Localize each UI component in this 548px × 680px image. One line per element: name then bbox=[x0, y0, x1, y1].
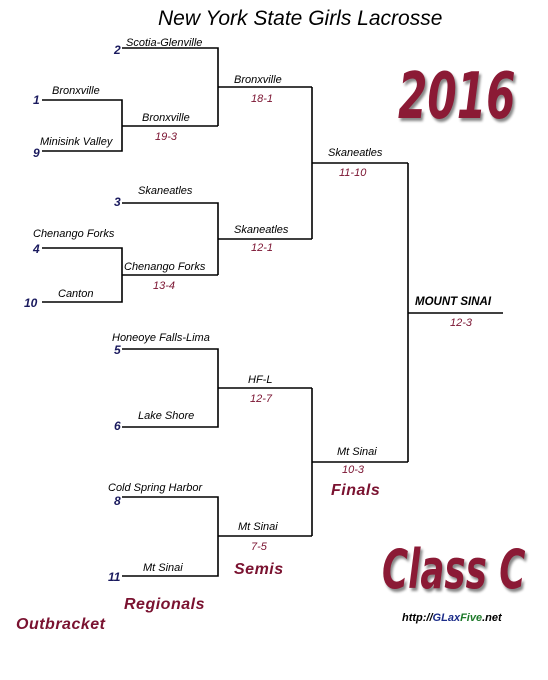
team-name: Chenango Forks bbox=[33, 228, 115, 240]
winner-name: Mt Sinai bbox=[238, 521, 278, 533]
round-label-outbracket: Outbracket bbox=[16, 616, 106, 633]
seed-number: 2 bbox=[114, 43, 121, 57]
site-prefix: http:// bbox=[402, 612, 433, 624]
site-link[interactable]: http://GLaxFive.net bbox=[402, 613, 502, 624]
page-title: New York State Girls Lacrosse bbox=[158, 7, 443, 30]
team-name: Minisink Valley bbox=[40, 136, 113, 148]
winner-name: Bronxville bbox=[142, 112, 190, 124]
seed-number: 1 bbox=[33, 93, 40, 107]
game-score: 12-7 bbox=[250, 393, 273, 405]
site-part2: Five bbox=[460, 612, 483, 624]
round-label-finals: Finals bbox=[331, 482, 381, 499]
seed-number: 5 bbox=[114, 343, 121, 357]
game-score: 18-1 bbox=[251, 93, 274, 105]
winner-name: HF-L bbox=[248, 374, 273, 386]
seed-number: 9 bbox=[33, 146, 40, 160]
site-part1: GLax bbox=[432, 612, 461, 624]
team-name: Skaneatles bbox=[138, 185, 193, 197]
game-score: 19-3 bbox=[155, 131, 178, 143]
seed-number: 3 bbox=[114, 195, 121, 209]
winner-name: Skaneatles bbox=[328, 147, 383, 159]
seed-number: 10 bbox=[24, 296, 38, 310]
game-score: 12-1 bbox=[251, 242, 274, 254]
final-score: 12-3 bbox=[450, 317, 473, 329]
team-name: Cold Spring Harbor bbox=[108, 482, 203, 494]
site-suffix: .net bbox=[482, 612, 502, 624]
game-score: 13-4 bbox=[153, 280, 176, 292]
game-score: 11-10 bbox=[339, 167, 367, 179]
round-label-regionals: Regionals bbox=[124, 596, 205, 613]
winner-name: Mt Sinai bbox=[337, 446, 377, 458]
team-name: Lake Shore bbox=[138, 410, 195, 422]
seed-number: 8 bbox=[114, 494, 121, 508]
team-name: Mt Sinai bbox=[143, 562, 183, 574]
team-name: Scotia-Glenville bbox=[126, 37, 203, 49]
seed-number: 11 bbox=[108, 570, 121, 584]
seed-number: 6 bbox=[114, 419, 121, 433]
team-name: Bronxville bbox=[52, 85, 100, 97]
champion-name: MOUNT SINAI bbox=[415, 296, 492, 308]
winner-name: Skaneatles bbox=[234, 224, 289, 236]
team-name: Honeoye Falls-Lima bbox=[112, 332, 210, 344]
team-name: Canton bbox=[58, 288, 94, 300]
winner-name: Bronxville bbox=[234, 74, 282, 86]
class-logo: Class C bbox=[382, 538, 526, 601]
winner-name: Chenango Forks bbox=[124, 261, 206, 273]
round-label-semis: Semis bbox=[234, 561, 284, 578]
year-logo: 2016 bbox=[398, 60, 516, 134]
game-score: 7-5 bbox=[251, 541, 267, 553]
game-score: 10-3 bbox=[342, 464, 365, 476]
seed-number: 4 bbox=[33, 242, 40, 256]
